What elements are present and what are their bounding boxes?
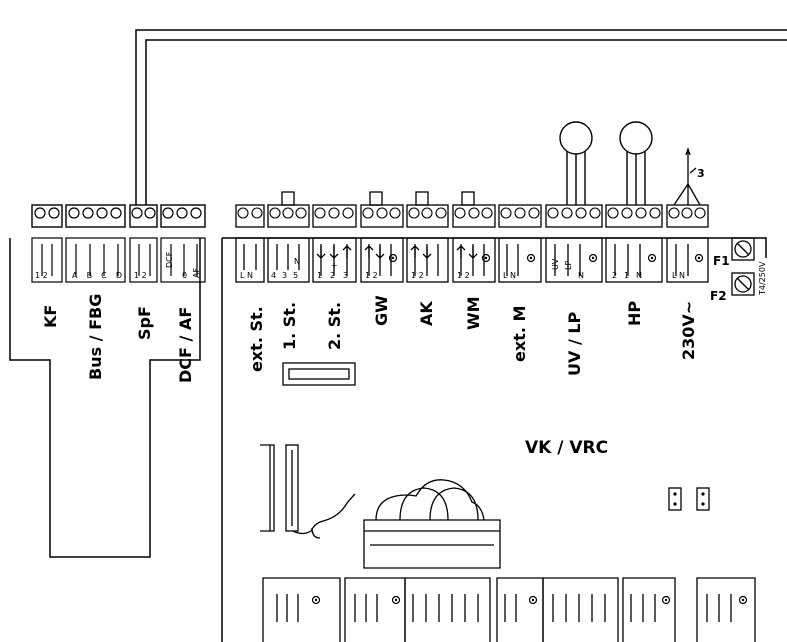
wire-number: 3: [697, 167, 705, 180]
pin-hp-1: 1: [624, 271, 629, 280]
label-230v: 230V~: [679, 301, 698, 360]
pin-ext-st: L N: [240, 271, 253, 280]
fuse-f2-label: F2: [710, 289, 727, 303]
right-terminal-block: [235, 191, 709, 283]
pin-wm: 1 2: [457, 271, 470, 280]
bottom-ground-symbols: [311, 595, 748, 605]
label-hp: HP: [625, 301, 644, 326]
screw-terminals: [237, 207, 706, 219]
pin-label-dcf-0: 0: [182, 271, 187, 280]
label-wm: WM: [464, 296, 483, 330]
pin-lp: LP: [564, 261, 573, 270]
pin-hp-n: N: [636, 271, 642, 280]
label-ext-st: ext. St.: [247, 306, 266, 372]
label-dcf-af: DCF / AF: [176, 307, 195, 383]
pin-label-kf: 1 2: [35, 271, 48, 280]
pump-icons: [559, 121, 653, 205]
board-components: [260, 362, 710, 569]
pin-gw: 1 2: [365, 271, 378, 280]
pin-label-spf: 1 2: [134, 271, 147, 280]
direction-arrows: [316, 245, 478, 259]
label-uv-lp: UV / LP: [565, 311, 584, 376]
pin-1st-4: 4: [271, 271, 276, 280]
pin-label-bus: A B C D: [72, 271, 122, 280]
right-connector-labels: ext. St. 1. St. 2. St. GW AK WM ext. M U…: [247, 295, 698, 376]
label-2st: 2. St.: [325, 302, 344, 350]
bottom-connectors: [262, 577, 756, 642]
label-1st: 1. St.: [280, 302, 299, 350]
left-terminal-block: [31, 204, 206, 283]
pin-1st-n: N: [294, 257, 300, 266]
label-kf: KF: [41, 305, 60, 328]
pin-1st-5: 5: [293, 271, 298, 280]
fuse-rating: T4/250V: [758, 261, 767, 296]
pin-hp-2: 2: [612, 271, 617, 280]
fuse-holders: [731, 237, 755, 296]
pin-uv-n: N: [578, 271, 584, 280]
pin-ak: 1 2: [411, 271, 424, 280]
pin-230v: L N: [672, 271, 685, 280]
pin-uv: UV: [551, 258, 560, 270]
board-label: VK / VRC: [525, 438, 608, 458]
left-connector-labels: KF Bus / FBG SpF DCF / AF: [41, 294, 195, 383]
power-input-wires: [673, 146, 701, 206]
pin-1st-3: 3: [282, 271, 287, 280]
label-gw: GW: [372, 295, 391, 326]
right-pin-labels: L N 4 3 5 N 1 2 3 + 1 2 1 2 1 2 L N UV L…: [240, 257, 685, 280]
pin-2st-3: 3: [343, 271, 348, 280]
ground-symbols: [388, 253, 704, 263]
plus-sign: +: [331, 261, 338, 270]
pin-ext-m: L N: [503, 271, 516, 280]
label-spf: SpF: [135, 306, 154, 340]
pin-label-dcf: DCF: [165, 251, 174, 268]
label-ext-m: ext. M: [510, 306, 529, 362]
pin-2st-2: 2: [330, 271, 335, 280]
pin-label-af: AF: [192, 268, 201, 278]
left-pin-labels: 1 2 A B C D 1 2 DCF 0 AF: [35, 251, 201, 280]
fuse-f1-label: F1: [713, 254, 730, 268]
label-bus-fbg: Bus / FBG: [86, 294, 105, 380]
pin-2st-1: 1: [317, 271, 322, 280]
label-ak: AK: [417, 301, 436, 326]
